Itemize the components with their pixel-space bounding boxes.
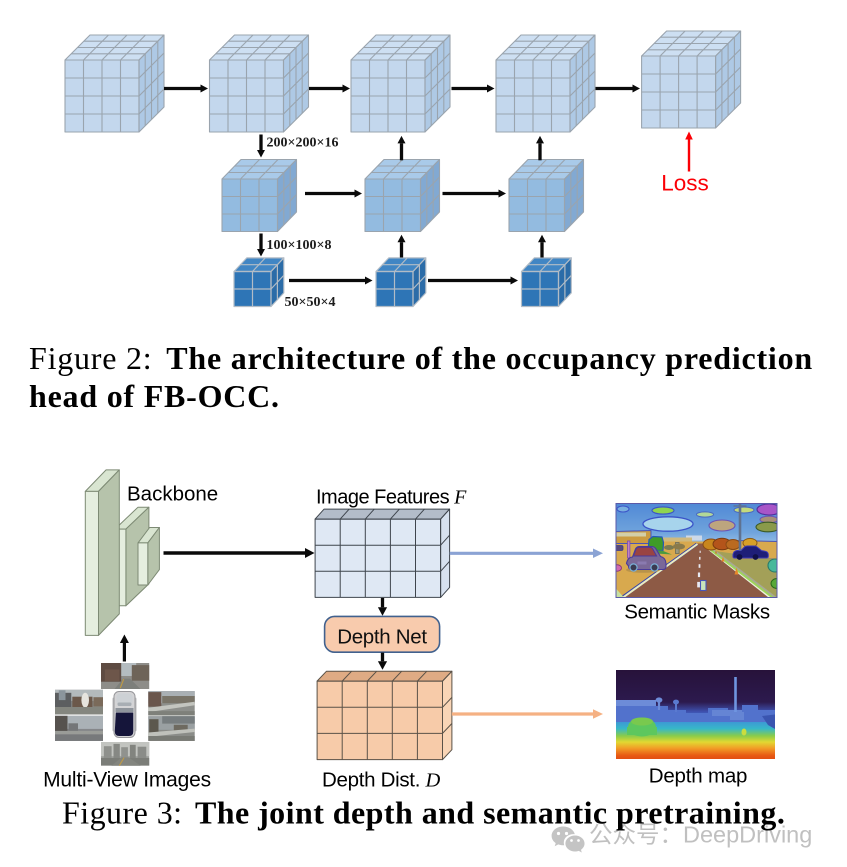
svg-text:Multi-View Images: Multi-View Images xyxy=(43,769,211,792)
svg-text:Figure 2: The architecture of: Figure 2: The architecture of the occupa… xyxy=(29,340,813,376)
svg-text:100×100×8: 100×100×8 xyxy=(267,238,332,253)
svg-text:200×200×16: 200×200×16 xyxy=(267,136,339,151)
svg-text:Loss: Loss xyxy=(661,171,709,196)
svg-text:Figure 3: The joint depth and: Figure 3: The joint depth and semantic p… xyxy=(62,795,785,831)
svg-text:公众号：DeepDriving: 公众号：DeepDriving xyxy=(589,822,812,848)
svg-text:Image Features F: Image Features F xyxy=(316,487,467,509)
svg-text:head of FB-OCC.: head of FB-OCC. xyxy=(29,378,280,414)
svg-text:Semantic Masks: Semantic Masks xyxy=(624,601,770,624)
svg-text:Depth Dist. D: Depth Dist. D xyxy=(322,769,441,792)
svg-text:Depth Net: Depth Net xyxy=(337,626,427,649)
svg-text:Depth map: Depth map xyxy=(649,765,747,788)
svg-text:50×50×4: 50×50×4 xyxy=(285,295,336,310)
svg-text:Backbone: Backbone xyxy=(127,483,218,506)
